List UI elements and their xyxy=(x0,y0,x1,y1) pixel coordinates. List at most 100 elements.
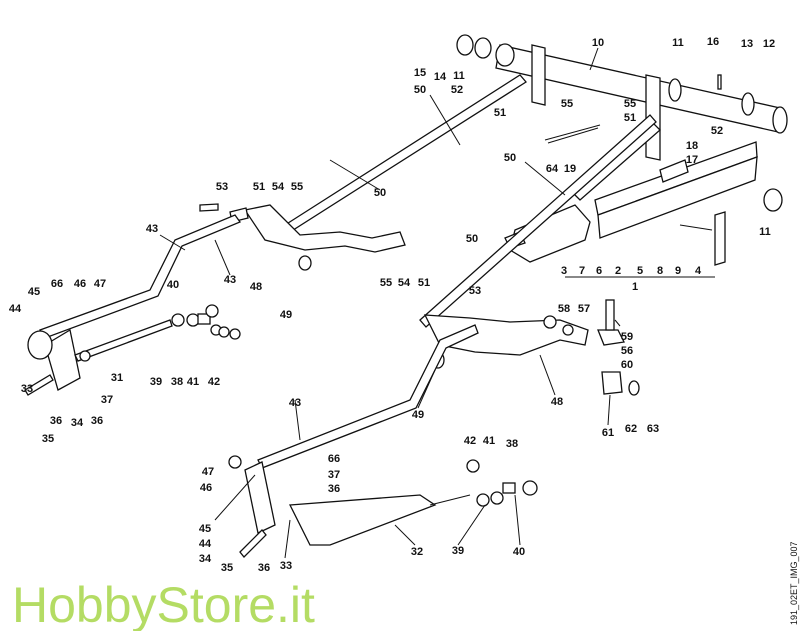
lower-lever xyxy=(423,299,640,396)
part-label-41: 41 xyxy=(483,435,495,447)
part-label-36: 36 xyxy=(328,483,340,495)
part-label-10: 10 xyxy=(592,37,604,49)
part-label-50: 50 xyxy=(374,187,386,199)
part-label-36: 36 xyxy=(50,415,62,427)
part-label-17: 17 xyxy=(686,154,698,166)
part-label-39: 39 xyxy=(150,376,162,388)
part-label-39: 39 xyxy=(452,545,464,557)
part-label-51: 51 xyxy=(624,112,636,124)
part-label-46: 46 xyxy=(74,278,86,290)
part-label-46: 46 xyxy=(200,482,212,494)
part-label-41: 41 xyxy=(187,376,199,388)
part-label-63: 63 xyxy=(647,423,659,435)
lower-cable-assembly xyxy=(228,324,538,558)
image-code: 191_02ET_IMG_007 xyxy=(789,541,799,625)
main-shaft xyxy=(456,34,788,161)
part-label-43: 43 xyxy=(224,274,236,286)
part-label-11: 11 xyxy=(759,226,771,238)
part-label-49: 49 xyxy=(280,309,292,321)
part-label-64: 64 xyxy=(546,163,559,175)
part-label-6: 6 xyxy=(596,265,602,277)
part-label-61: 61 xyxy=(602,427,614,439)
part-label-47: 47 xyxy=(94,278,106,290)
part-label-48: 48 xyxy=(551,396,563,408)
rods xyxy=(284,74,657,328)
part-label-57: 57 xyxy=(578,303,590,315)
upper-cable-assembly xyxy=(24,214,242,396)
part-label-14: 14 xyxy=(434,71,447,83)
part-label-55: 55 xyxy=(624,98,636,110)
part-label-5: 5 xyxy=(637,265,643,277)
part-label-7: 7 xyxy=(579,265,585,277)
part-label-44: 44 xyxy=(9,303,22,315)
part-label-34: 34 xyxy=(71,417,84,429)
part-label-51: 51 xyxy=(253,181,265,193)
part-label-55: 55 xyxy=(380,277,392,289)
part-label-2: 2 xyxy=(615,265,621,277)
pedal-frame xyxy=(504,119,783,278)
part-label-12: 12 xyxy=(763,38,775,50)
part-label-58: 58 xyxy=(558,303,570,315)
part-label-35: 35 xyxy=(221,562,233,574)
part-label-47: 47 xyxy=(202,466,214,478)
part-label-49: 49 xyxy=(412,409,424,421)
part-label-43: 43 xyxy=(146,223,158,235)
part-label-60: 60 xyxy=(621,359,633,371)
part-label-66: 66 xyxy=(328,453,340,465)
leader-lines xyxy=(159,47,621,559)
part-label-50: 50 xyxy=(466,233,478,245)
part-label-45: 45 xyxy=(28,286,40,298)
part-label-33: 33 xyxy=(280,560,292,572)
part-label-53: 53 xyxy=(216,181,228,193)
part-label-8: 8 xyxy=(657,265,663,277)
part-label-56: 56 xyxy=(621,345,633,357)
part-label-4: 4 xyxy=(695,265,702,277)
part-label-54: 54 xyxy=(272,181,285,193)
part-label-52: 52 xyxy=(451,84,463,96)
part-label-35: 35 xyxy=(42,433,54,445)
part-label-53: 53 xyxy=(469,285,481,297)
part-label-32: 32 xyxy=(411,546,423,558)
part-label-50: 50 xyxy=(504,152,516,164)
part-label-18: 18 xyxy=(686,140,698,152)
part-label-51: 51 xyxy=(494,107,506,119)
part-label-44: 44 xyxy=(199,538,212,550)
part-label-43: 43 xyxy=(289,397,301,409)
part-label-62: 62 xyxy=(625,423,637,435)
part-label-54: 54 xyxy=(398,277,411,289)
part-label-45: 45 xyxy=(199,523,211,535)
part-label-9: 9 xyxy=(675,265,681,277)
part-label-59: 59 xyxy=(621,331,633,343)
part-label-51: 51 xyxy=(418,277,430,289)
part-label-42: 42 xyxy=(464,435,476,447)
part-label-33: 33 xyxy=(21,383,33,395)
part-label-52: 52 xyxy=(711,125,723,137)
part-label-38: 38 xyxy=(171,376,183,388)
part-label-31: 31 xyxy=(111,372,123,384)
part-label-11: 11 xyxy=(672,37,684,49)
watermark: HobbyStore.it xyxy=(12,577,315,631)
part-label-37: 37 xyxy=(328,469,340,481)
part-label-66: 66 xyxy=(51,278,63,290)
part-label-11: 11 xyxy=(453,70,465,82)
part-label-42: 42 xyxy=(208,376,220,388)
part-label-55: 55 xyxy=(291,181,303,193)
part-label-36: 36 xyxy=(258,562,270,574)
part-label-40: 40 xyxy=(513,546,525,558)
part-label-19: 19 xyxy=(564,163,576,175)
part-label-1: 1 xyxy=(632,281,638,293)
part-label-15: 15 xyxy=(414,67,426,79)
part-label-38: 38 xyxy=(506,438,518,450)
part-label-36: 36 xyxy=(91,415,103,427)
part-label-37: 37 xyxy=(101,394,113,406)
part-label-48: 48 xyxy=(250,281,262,293)
part-label-34: 34 xyxy=(199,553,212,565)
part-label-13: 13 xyxy=(741,38,753,50)
part-label-16: 16 xyxy=(707,36,719,48)
part-label-40: 40 xyxy=(167,279,179,291)
part-label-50: 50 xyxy=(414,84,426,96)
part-label-3: 3 xyxy=(561,265,567,277)
